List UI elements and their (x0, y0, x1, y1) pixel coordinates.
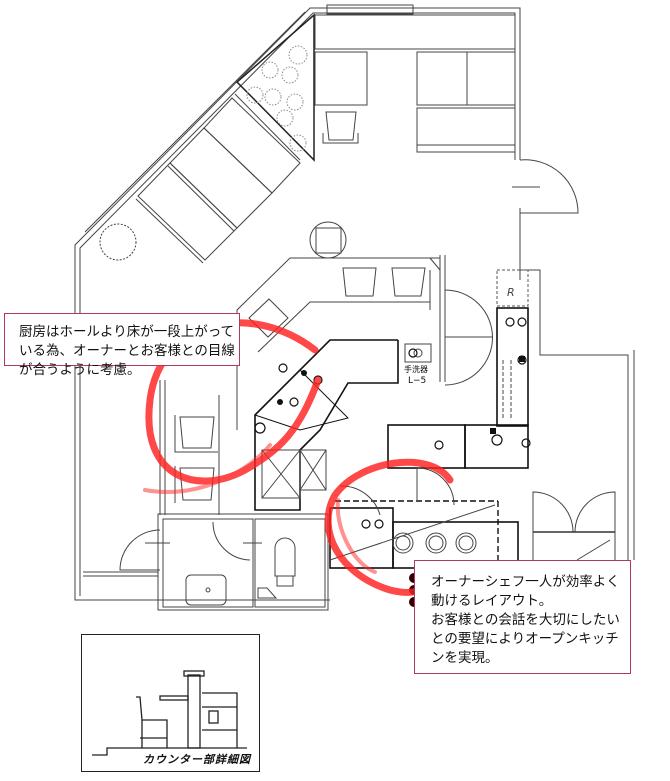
booth-seats (135, 93, 301, 264)
counter-section-drawing (92, 670, 247, 756)
restroom (83, 513, 329, 611)
outer-walls (74, 7, 635, 601)
potted-plant (99, 223, 137, 261)
counter-bar (236, 257, 441, 430)
annotation-open-kitchen: オーナーシェフ一人が効率よく 動けるレイアウト。 お客様との会話を大切にしたい … (414, 560, 631, 674)
annotation-text: オーナーシェフ一人が効率よく 動けるレイアウト。 お客様との会話を大切にしたい … (431, 574, 620, 666)
annotation-text: 厨房はホールより床が一段上がって いる為、オーナーとお客様との目線 が合うように… (19, 324, 235, 378)
annotation-kitchen-raised-floor: 厨房はホールより床が一段上がって いる為、オーナーとお客様との目線 が合うように… (4, 313, 240, 378)
planter (235, 13, 315, 162)
counter-detail-inset: カウンター部詳細図 (81, 634, 260, 772)
hand-sink-label: 手洗器 (404, 364, 428, 374)
inset-caption: カウンター部詳細図 (143, 753, 251, 766)
hand-sink-model: L−5 (408, 376, 426, 386)
refrigerator-mark: R (507, 286, 515, 299)
